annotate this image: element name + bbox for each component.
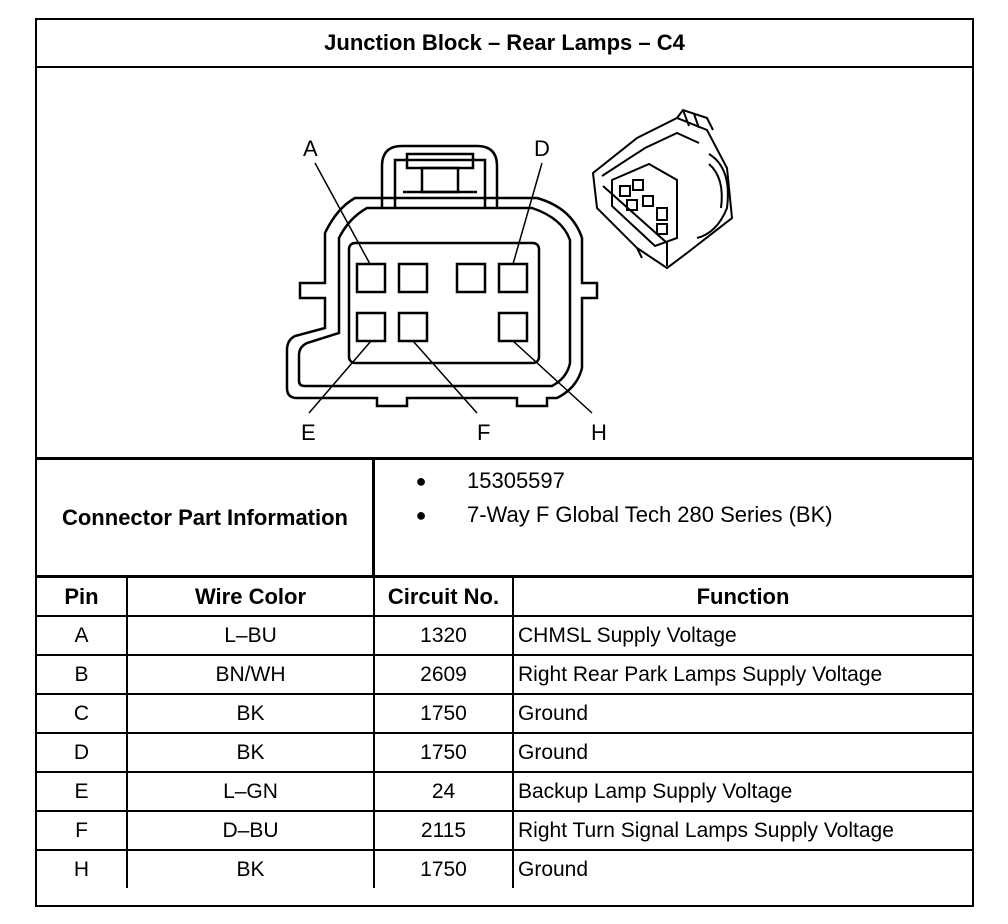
cell-wire-color: BK: [126, 732, 375, 773]
part-info-item: ● 15305597: [375, 468, 565, 494]
connector-drawing: A D E F H: [37, 68, 972, 458]
cell-pin: H: [37, 849, 128, 888]
cell-circuit: 1750: [373, 693, 514, 734]
cell-pin: D: [37, 732, 128, 773]
header-wire-color: Wire Color: [126, 575, 375, 617]
cell-wire-color: D–BU: [126, 810, 375, 851]
connector-outline: [285, 196, 599, 408]
table-row: C BK 1750 Ground: [37, 693, 972, 734]
connector-isometric-view: [591, 108, 734, 270]
latch-outline: [380, 144, 499, 208]
cell-wire-color: BN/WH: [126, 654, 375, 695]
cell-function: Ground: [512, 693, 972, 734]
title-divider: [37, 66, 972, 68]
cell-function: Ground: [512, 732, 972, 773]
cell-pin: F: [37, 810, 128, 851]
cell-pin: B: [37, 654, 128, 695]
connector-part-info-label: Connector Part Information: [61, 505, 348, 530]
table-row: A L–BU 1320 CHMSL Supply Voltage: [37, 615, 972, 656]
bullet-icon: ●: [415, 470, 427, 491]
table-header-row: Pin Wire Color Circuit No. Function: [37, 575, 972, 617]
part-number: 15305597: [467, 468, 565, 493]
cell-wire-color: L–GN: [126, 771, 375, 812]
header-circuit: Circuit No.: [373, 575, 514, 617]
cell-circuit: 1750: [373, 732, 514, 773]
pinout-table: Pin Wire Color Circuit No. Function A L–…: [37, 575, 972, 888]
cell-pin: C: [37, 693, 128, 734]
part-info-item: ● 7-Way F Global Tech 280 Series (BK): [375, 502, 833, 528]
pin-label-e: E: [301, 420, 316, 445]
pin-label-a: A: [303, 136, 318, 161]
drawing-divider: [37, 457, 972, 460]
cell-circuit: 1320: [373, 615, 514, 656]
header-function: Function: [512, 575, 972, 617]
table-row: H BK 1750 Ground: [37, 849, 972, 888]
cell-wire-color: BK: [126, 693, 375, 734]
pin-label-h: H: [591, 420, 607, 445]
document-title: Junction Block – Rear Lamps – C4: [324, 30, 685, 55]
connector-inner-outline: [297, 206, 572, 388]
cell-wire-color: L–BU: [126, 615, 375, 656]
cell-pin: A: [37, 615, 128, 656]
cell-circuit: 1750: [373, 849, 514, 888]
pin-label-d: D: [534, 136, 550, 161]
pin-label-f: F: [477, 420, 490, 445]
cell-function: Right Rear Park Lamps Supply Voltage: [512, 654, 972, 695]
cell-wire-color: BK: [126, 849, 375, 888]
cell-function: Right Turn Signal Lamps Supply Voltage: [512, 810, 972, 851]
cell-circuit: 2115: [373, 810, 514, 851]
cell-function: Backup Lamp Supply Voltage: [512, 771, 972, 812]
cell-pin: E: [37, 771, 128, 812]
bullet-icon: ●: [415, 504, 427, 525]
cell-function: Ground: [512, 849, 972, 888]
table-row: F D–BU 2115 Right Turn Signal Lamps Supp…: [37, 810, 972, 851]
part-description: 7-Way F Global Tech 280 Series (BK): [467, 502, 833, 527]
part-info-divider: [372, 460, 375, 576]
cell-circuit: 24: [373, 771, 514, 812]
connector-part-info-list: ● 15305597 ● 7-Way F Global Tech 280 Ser…: [375, 460, 972, 576]
connector-document: Junction Block – Rear Lamps – C4: [35, 18, 974, 907]
table-row: B BN/WH 2609 Right Rear Park Lamps Suppl…: [37, 654, 972, 695]
cell-function: CHMSL Supply Voltage: [512, 615, 972, 656]
table-row: E L–GN 24 Backup Lamp Supply Voltage: [37, 771, 972, 812]
cell-circuit: 2609: [373, 654, 514, 695]
connector-face-diagram: A D E F H: [285, 108, 734, 445]
table-row: D BK 1750 Ground: [37, 732, 972, 773]
header-pin: Pin: [37, 575, 128, 617]
